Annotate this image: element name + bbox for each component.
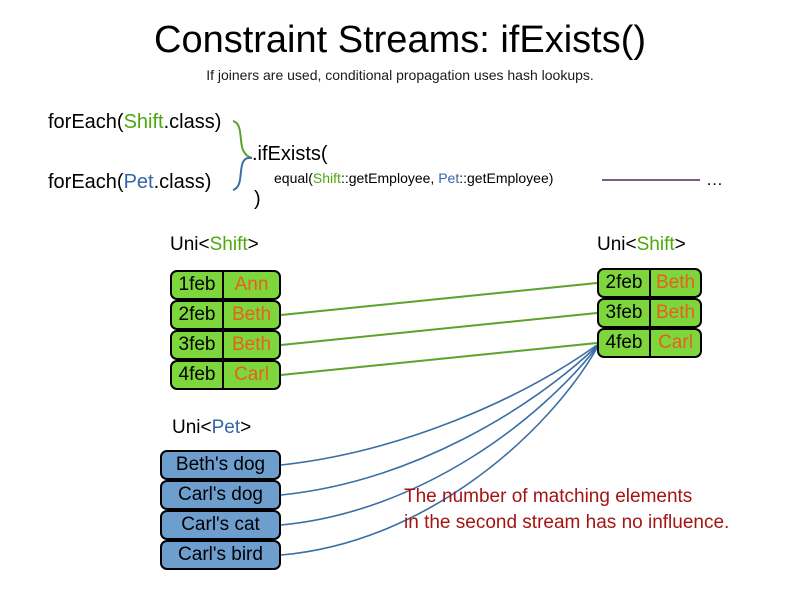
stream-label-suffix: > — [240, 417, 252, 438]
list-item[interactable]: Carl's cat — [160, 510, 281, 540]
code-foreach-shift: forEach(Shift.class) — [48, 110, 221, 134]
code-equal-shift-method: ::getEmployee, — [340, 170, 439, 186]
code-foreach-shift-type: Shift — [123, 111, 164, 133]
stream-label-left-shift: Uni<Shift> — [170, 233, 259, 256]
stream-label-type: Shift — [636, 234, 675, 255]
code-foreach-shift-suffix: .class) — [163, 111, 222, 133]
pet-label: Carl's dog — [178, 484, 263, 505]
page-title: Constraint Streams: ifExists() — [154, 19, 646, 61]
table-row[interactable]: 4feb Carl — [170, 360, 281, 390]
code-close-paren: ) — [254, 188, 261, 210]
code-equal-pet-method: ::getEmployee) — [459, 170, 554, 186]
match-line-blue-1 — [280, 344, 598, 466]
row-name: Beth — [655, 302, 696, 323]
brace-lower-blue-icon — [232, 156, 253, 191]
code-equal-joiner: equal(Shift::getEmployee, Pet::getEmploy… — [274, 170, 553, 187]
code-equal-prefix: equal( — [274, 170, 313, 186]
row-date: 4feb — [172, 362, 224, 388]
row-name: Carl — [234, 364, 269, 385]
row-date: 4feb — [599, 330, 651, 356]
pet-label: Carl's cat — [181, 514, 260, 535]
code-equal-pet-type: Pet — [438, 170, 460, 186]
pet-label: Beth's dog — [175, 454, 266, 475]
row-date: 3feb — [599, 300, 651, 326]
code-foreach-shift-prefix: forEach( — [48, 111, 124, 133]
match-line-blue-2 — [280, 345, 598, 496]
row-name: Beth — [231, 334, 272, 355]
stream-label-prefix: Uni< — [172, 417, 212, 438]
stream-label-pet: Uni<Pet> — [172, 416, 251, 439]
table-row[interactable]: 4feb Carl — [597, 328, 702, 358]
stream-label-prefix: Uni< — [170, 234, 210, 255]
stream-label-right-shift: Uni<Shift> — [597, 233, 686, 256]
code-ifexists-label: .ifExists( — [252, 143, 328, 165]
stream-label-type: Pet — [211, 417, 241, 438]
brace-upper-green-icon — [232, 120, 253, 159]
row-date: 2feb — [172, 302, 224, 328]
annotation-line-2: in the second stream has no influence. — [404, 512, 730, 533]
stream-label-suffix: > — [247, 234, 259, 255]
stream-label-prefix: Uni< — [597, 234, 637, 255]
row-name: Carl — [658, 332, 693, 353]
code-equal-shift-type: Shift — [312, 170, 341, 186]
list-item[interactable]: Carl's dog — [160, 480, 281, 510]
joiner-ellipsis: … — [706, 170, 723, 189]
stream-label-suffix: > — [674, 234, 686, 255]
row-date: 2feb — [599, 270, 651, 296]
list-item[interactable]: Carl's bird — [160, 540, 281, 570]
annotation-line-1: The number of matching elements — [404, 486, 693, 507]
table-row[interactable]: 3feb Beth — [597, 298, 702, 328]
row-name: Beth — [231, 304, 272, 325]
row-date: 3feb — [172, 332, 224, 358]
code-foreach-pet: forEach(Pet.class) — [48, 170, 211, 194]
table-row[interactable]: 2feb Beth — [170, 300, 281, 330]
code-foreach-pet-prefix: forEach( — [48, 171, 124, 193]
list-item[interactable]: Beth's dog — [160, 450, 281, 480]
row-name: Ann — [234, 274, 269, 295]
match-line-green-3 — [280, 342, 598, 376]
table-row[interactable]: 1feb Ann — [170, 270, 281, 300]
stream-label-type: Shift — [209, 234, 248, 255]
code-foreach-pet-suffix: .class) — [153, 171, 212, 193]
page-subtitle: If joiners are used, conditional propaga… — [206, 67, 594, 83]
match-line-green-2 — [280, 312, 598, 346]
row-name: Beth — [655, 272, 696, 293]
code-foreach-pet-type: Pet — [123, 171, 154, 193]
match-line-green-1 — [280, 282, 598, 316]
pet-label: Carl's bird — [178, 544, 263, 565]
row-date: 1feb — [172, 272, 224, 298]
table-row[interactable]: 3feb Beth — [170, 330, 281, 360]
table-row[interactable]: 2feb Beth — [597, 268, 702, 298]
annotation-note: The number of matching elements in the s… — [404, 484, 729, 536]
